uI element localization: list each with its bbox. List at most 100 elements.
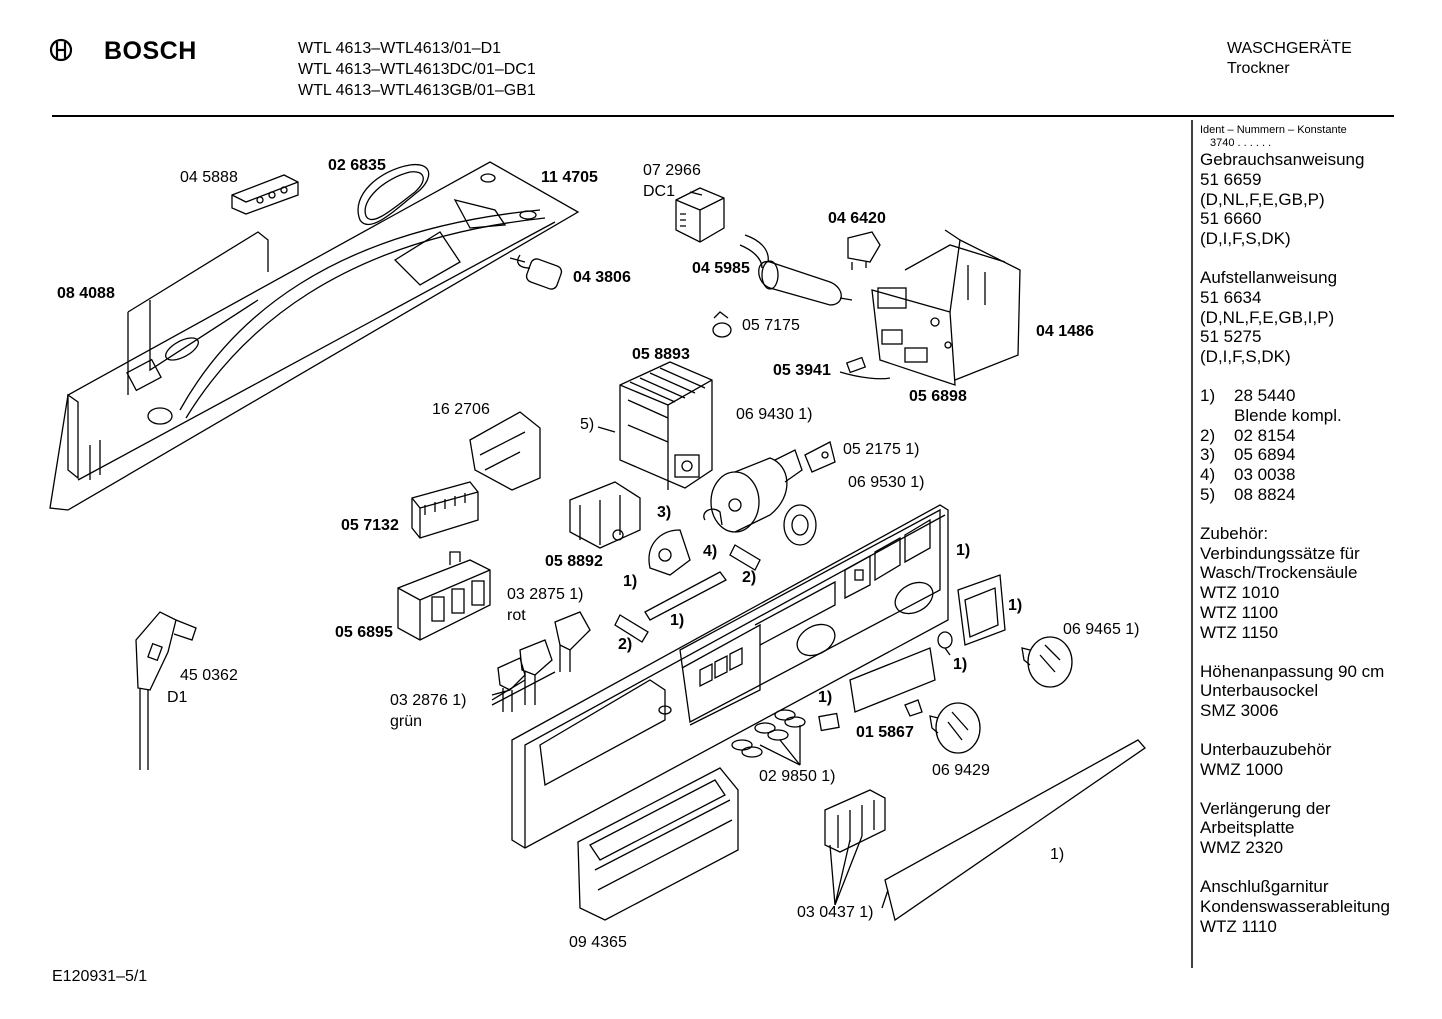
part-label: 05 8893 [632, 346, 690, 363]
manual-line: (D,NL,F,E,GB,P) [1200, 189, 1325, 209]
accessory-line: Unterbausockel [1200, 681, 1319, 701]
part-label: 04 5985 [692, 260, 750, 277]
accessory-line: Wasch/Trockensäule [1200, 563, 1358, 583]
ident-title: Ident – Nummern – Konstante [1200, 124, 1347, 136]
model-line-3: WTL 4613–WTL4613GB/01–GB1 [298, 82, 536, 99]
springs [731, 709, 806, 758]
leader-lines [491, 191, 951, 909]
footnote-key: 4) [1200, 465, 1216, 485]
accessory-line: Verbindungssätze für [1200, 543, 1360, 563]
part-label: 05 2175 1) [843, 441, 920, 458]
part-label: 11 4705 [541, 169, 598, 186]
part-label: 45 0362 [180, 667, 238, 684]
connector-block [411, 481, 479, 539]
part-label: 08 4088 [57, 285, 115, 302]
control-knob [1021, 636, 1073, 688]
timer-unit [619, 361, 713, 490]
clip [703, 508, 723, 526]
accessory-line: Arbeitsplatte [1200, 818, 1295, 838]
accessory-line: SMZ 3006 [1200, 701, 1279, 721]
brand-name: BOSCH [104, 37, 197, 65]
manual-line: (D,NL,F,E,GB,I,P) [1200, 307, 1335, 327]
footnote-key: 2) [1200, 425, 1216, 445]
footnote-ref: 1) [956, 542, 971, 559]
manual-line: Aufstellanweisung [1200, 267, 1338, 287]
indicator-lamps [497, 611, 591, 712]
gasket [357, 163, 430, 226]
part-label: 16 2706 [432, 401, 490, 418]
part-label: 04 6420 [828, 210, 886, 227]
part-label: DC1 [643, 183, 676, 200]
part-label: 05 6898 [909, 388, 967, 405]
part-label: 04 3806 [573, 269, 631, 286]
sidebar: Ident – Nummern – Konstante 3740 . . . .… [1200, 124, 1436, 955]
motor-capacitor [739, 234, 853, 306]
accessory-line: Zubehör: [1200, 523, 1269, 543]
relay [675, 187, 725, 243]
accessory-line: Verlängerung der [1200, 798, 1331, 818]
manual-line: 51 5275 [1200, 327, 1262, 347]
model-line-1: WTL 4613–WTL4613/01–D1 [298, 40, 502, 57]
part-label: 03 2876 1) [390, 692, 467, 709]
footnote-ref: 2) [742, 569, 757, 586]
push-buttons [824, 789, 886, 853]
manual-line: (D,I,F,S,DK) [1200, 347, 1291, 367]
thermal-fuse [839, 356, 891, 380]
part-label: 01 5867 [856, 724, 914, 741]
button-cap [957, 574, 1006, 646]
display-window [849, 647, 936, 713]
footnote-ref: 1) [623, 573, 638, 590]
lens [937, 631, 953, 649]
control-board [871, 229, 1021, 386]
footnote-ref: 1) [670, 612, 685, 629]
accessory-line: WTZ 1100 [1200, 602, 1279, 622]
part-label: 05 3941 [773, 362, 831, 379]
footnote-row: 2)02 8154 [1200, 426, 1436, 446]
part-label: 02 9850 1) [759, 768, 836, 785]
accessory-line: WTZ 1150 [1200, 622, 1279, 642]
part-label: D1 [167, 689, 188, 706]
accessory-line: WMZ 1000 [1200, 759, 1284, 779]
part-label: 05 8892 [545, 553, 603, 570]
part-label: 06 9429 [932, 762, 990, 779]
footnote-row: 5)08 8824 [1200, 485, 1436, 505]
part-label: 04 1486 [1036, 323, 1094, 340]
part-label: 05 7175 [742, 317, 800, 334]
small-spring [904, 699, 923, 717]
footnote-row: 3)05 6894 [1200, 445, 1436, 465]
manual-line: 51 6659 [1200, 169, 1262, 189]
gear-segment [648, 529, 691, 576]
part-label: 07 2966 [643, 162, 701, 179]
footnote-ref: 1) [818, 689, 833, 706]
control-panel [511, 504, 949, 849]
mounting-bracket [469, 411, 541, 491]
bosch-logo-icon [49, 38, 73, 62]
power-cord [135, 611, 197, 770]
accessory-line: WTZ 1110 [1200, 916, 1277, 936]
footnote-ref: 1) [1008, 597, 1023, 614]
knob-shaft [614, 544, 761, 643]
footnote-ref: 1) [1050, 846, 1065, 863]
footnote-ref: 4) [703, 543, 718, 560]
part-label: 03 0437 1) [797, 904, 874, 921]
footnote-value: Blende kompl. [1234, 405, 1342, 425]
footnote-value: 05 6894 [1234, 445, 1296, 465]
document-code: E120931–5/1 [52, 968, 148, 985]
part-label: 05 6895 [335, 624, 393, 641]
temp-sensor [712, 311, 732, 338]
footnote-row: 1)28 5440 [1200, 386, 1436, 406]
suppressor [847, 231, 881, 270]
manual-line: 51 6634 [1200, 287, 1262, 307]
manual-line: Gebrauchsanweisung [1200, 150, 1365, 169]
slider-bar [644, 571, 727, 621]
footnote-key: 5) [1200, 484, 1216, 504]
part-label: 09 4365 [569, 934, 627, 951]
terminal-block [231, 174, 299, 215]
manual-line: (D,I,F,S,DK) [1200, 229, 1291, 249]
accessory-line: Kondenswasserableitung [1200, 896, 1390, 916]
